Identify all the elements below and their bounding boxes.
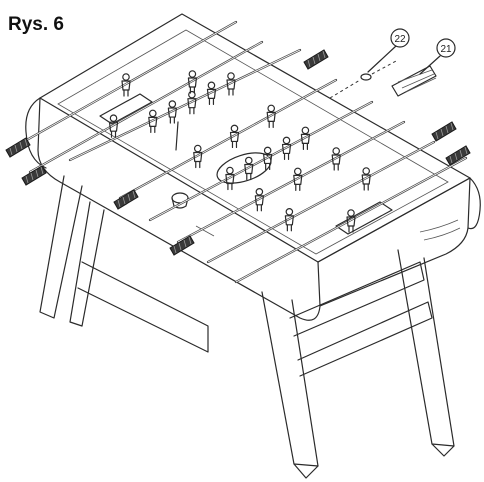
player-figures xyxy=(108,70,371,233)
player-figure xyxy=(229,124,240,149)
rod-highlight-3 xyxy=(69,49,301,161)
rod-highlight-2 xyxy=(29,41,263,173)
figure-title: Rys. 6 xyxy=(8,14,64,35)
player-figure xyxy=(148,109,158,133)
player-figure xyxy=(226,72,236,96)
rod-handle-back xyxy=(431,121,457,142)
player-figure xyxy=(361,167,371,191)
rod-highlight-6 xyxy=(177,121,405,243)
callout-21-label: 21 xyxy=(440,44,452,55)
player-figure xyxy=(263,146,273,171)
player-figure xyxy=(167,100,177,124)
player-figure xyxy=(108,114,119,138)
player-figure xyxy=(206,81,217,105)
player-figure xyxy=(121,73,131,97)
player-figure xyxy=(284,208,294,232)
rod-highlight-4 xyxy=(119,79,337,199)
player-figure xyxy=(193,144,203,169)
callout-21: 21 xyxy=(419,38,456,75)
callout-22: 22 xyxy=(367,28,410,73)
player-rods xyxy=(5,20,471,284)
player-figure xyxy=(300,126,310,150)
rod-highlight-8 xyxy=(235,157,467,283)
player-figure xyxy=(293,167,303,191)
player-figure xyxy=(331,147,341,171)
player-figure xyxy=(266,104,276,128)
rod-handle-front xyxy=(21,165,47,186)
exploded-parts xyxy=(329,59,437,99)
player-figure xyxy=(281,136,292,161)
rod-handle-back xyxy=(303,49,329,70)
player-figure xyxy=(187,90,197,115)
player-figure xyxy=(244,156,254,181)
goals xyxy=(99,93,393,235)
player-figure xyxy=(346,209,356,233)
rod-highlight-1 xyxy=(15,21,237,147)
rod-handle-front xyxy=(169,235,195,256)
rod-handle-front xyxy=(113,189,139,210)
player-figure xyxy=(254,188,264,212)
callout-22-label: 22 xyxy=(394,34,406,45)
table-legs xyxy=(39,121,455,479)
handle-part-21 xyxy=(391,65,437,97)
rod-highlight-7 xyxy=(207,141,435,263)
washer-part-22 xyxy=(360,73,372,81)
rod-handle-back xyxy=(445,145,471,166)
player-figure xyxy=(225,166,235,191)
rod-highlight-5 xyxy=(149,101,373,221)
rod-handle-front xyxy=(5,137,31,158)
